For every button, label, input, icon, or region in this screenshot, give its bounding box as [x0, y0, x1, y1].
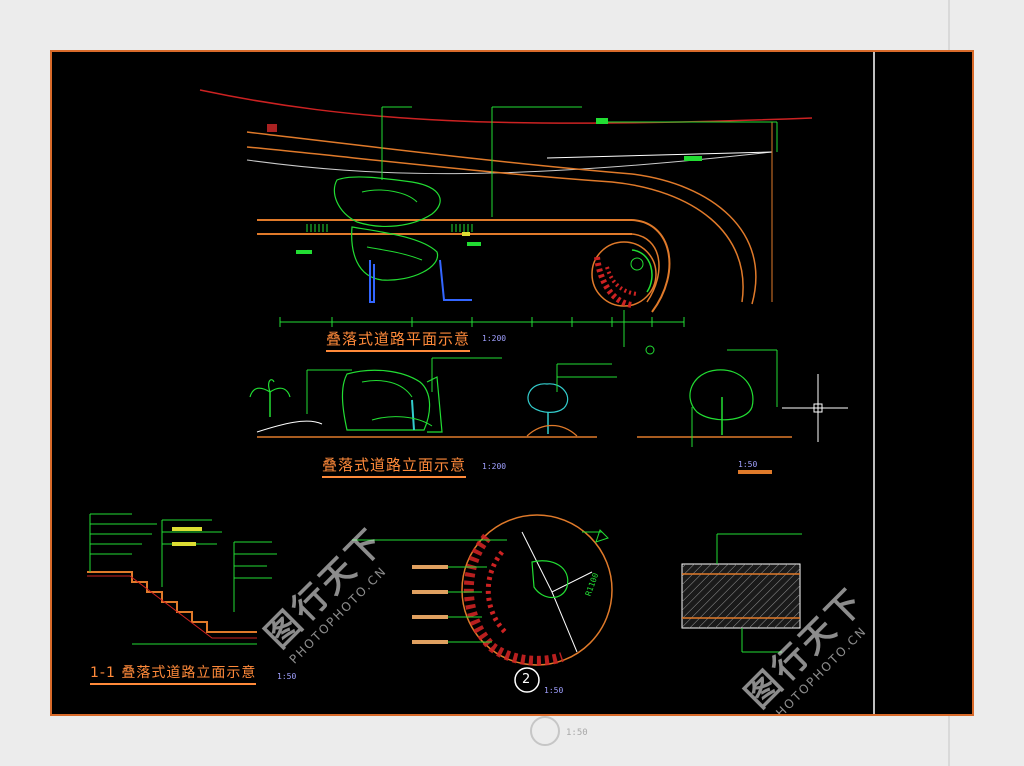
curve-orange-2 — [246, 131, 757, 305]
curve-orange-1 — [246, 146, 744, 303]
plan-title: 叠落式道路平面示意 — [326, 328, 471, 352]
paving-detail-view — [681, 533, 802, 653]
section-view — [87, 513, 277, 645]
section-title: 1-1 叠落式道路立面示意 — [90, 662, 257, 685]
cad-drawing-svg — [87, 52, 875, 714]
road-edge-white — [246, 151, 773, 175]
elevation-view — [249, 349, 848, 474]
detail-circle-view — [352, 514, 613, 693]
elevation-small-scale: 1:50 — [738, 460, 758, 469]
elevation-title: 叠落式道路立面示意 — [322, 454, 467, 478]
section-scale: 1:50 — [277, 672, 297, 681]
detail-scale: 1:50 — [544, 686, 564, 695]
cad-drawing-canvas[interactable]: 叠落式道路平面示意 1:200 叠落式道路立面示意 1:200 1:50 1-1… — [50, 50, 974, 716]
elevation-scale: 1:200 — [482, 462, 507, 471]
reflection-detail-scale: 1:50 — [566, 728, 588, 738]
detail-number: 2 — [522, 672, 531, 687]
plan-scale: 1:200 — [482, 334, 507, 343]
reflection-detail-marker — [530, 716, 560, 746]
plan-view — [199, 89, 813, 355]
